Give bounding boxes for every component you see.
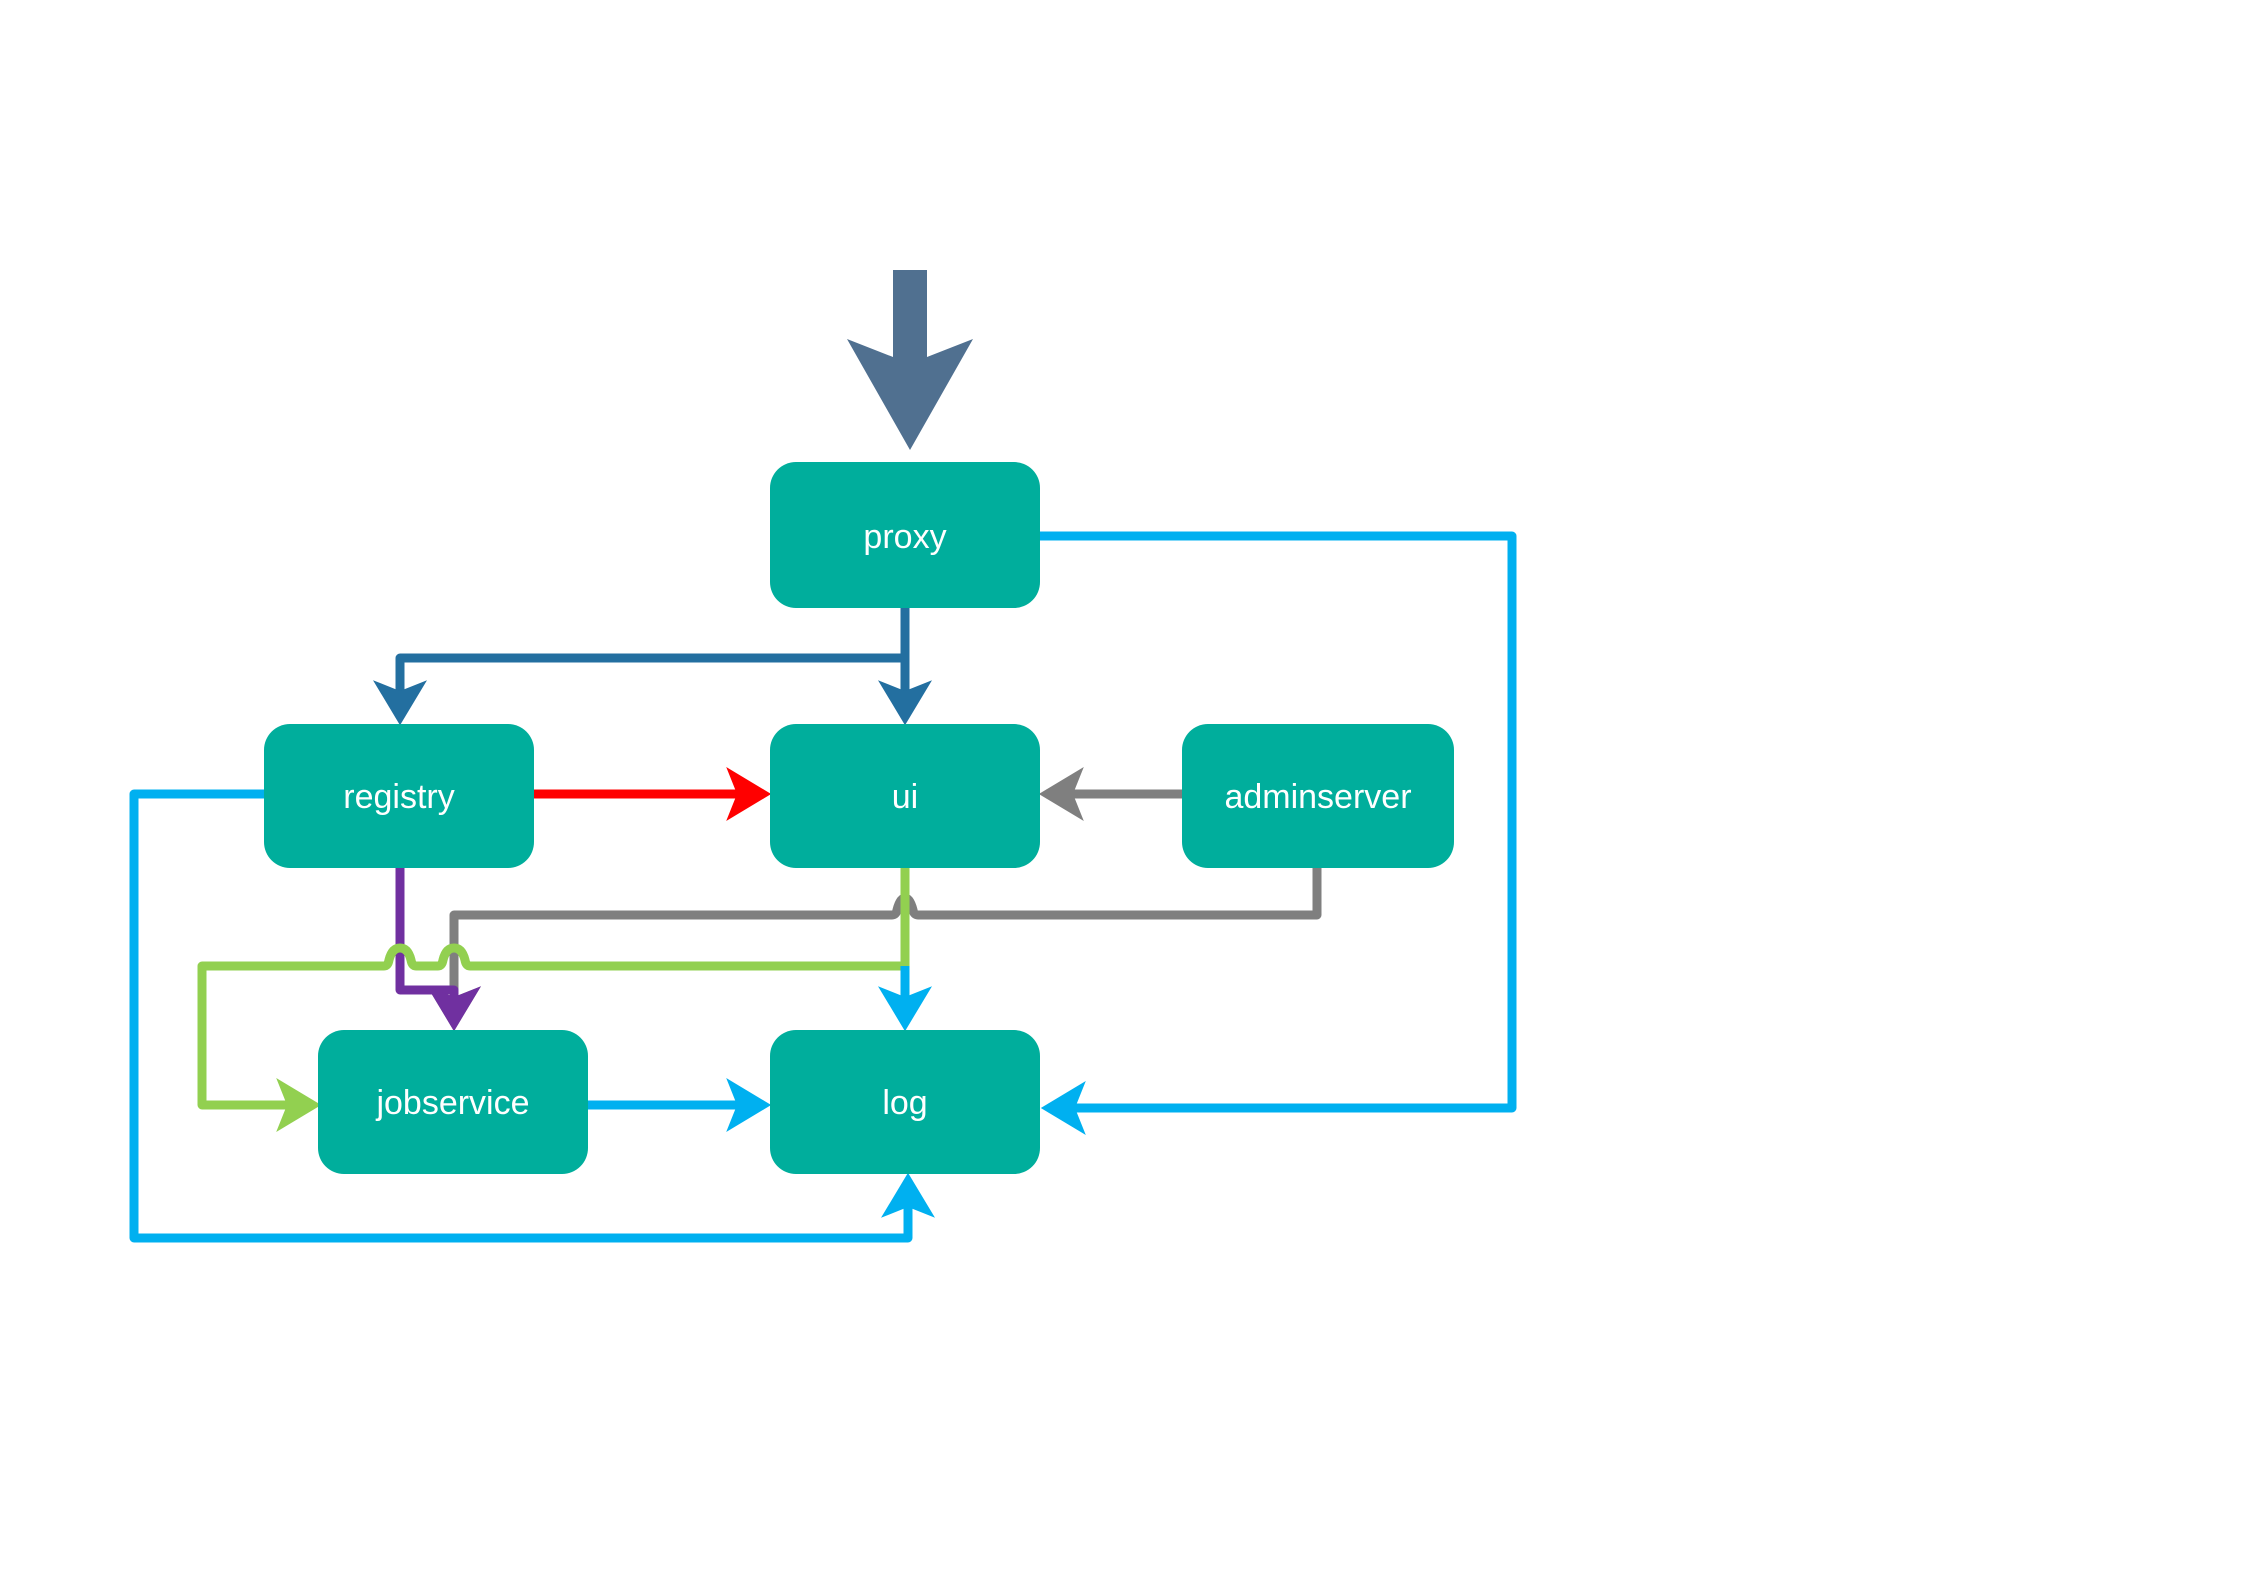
node-adminserver-label: adminserver (1224, 778, 1411, 816)
entry-arrow (847, 270, 973, 450)
node-proxy[interactable]: proxy (770, 462, 1040, 608)
edge-registry-jobservice (395, 866, 481, 1032)
edge-proxy-registry (373, 653, 905, 726)
edge-proxy-log (1040, 531, 1517, 1135)
node-log[interactable]: log (770, 1030, 1040, 1174)
edges (129, 531, 1517, 1243)
node-ui-label: ui (892, 778, 918, 816)
node-log-label: log (882, 1084, 927, 1122)
node-jobservice-label: jobservice (375, 1084, 529, 1122)
node-adminserver[interactable]: adminserver (1182, 724, 1454, 868)
edge-registry-log (129, 789, 935, 1243)
edge-adminserver-jobservice (427, 866, 1322, 1032)
node-ui[interactable]: ui (770, 724, 1040, 868)
node-registry-label: registry (343, 778, 454, 816)
node-jobservice[interactable]: jobservice (318, 1030, 588, 1174)
edge-ui-jobservice (197, 866, 910, 1132)
node-proxy-label: proxy (863, 518, 946, 556)
node-registry[interactable]: registry (264, 724, 534, 868)
